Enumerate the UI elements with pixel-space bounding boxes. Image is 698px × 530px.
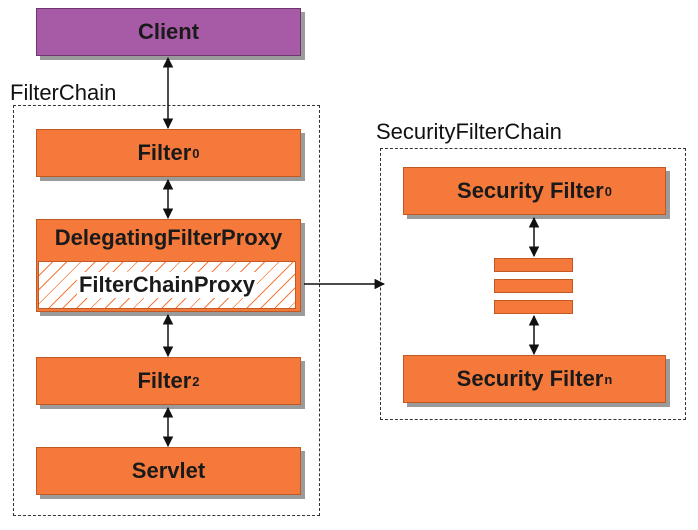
securityfilterchain-title: SecurityFilterChain: [376, 119, 562, 144]
filter2-label: Filter: [137, 368, 192, 393]
filter0-subscript: 0: [192, 145, 200, 161]
filter-chain-proxy-label: FilterChainProxy: [76, 272, 258, 298]
servlet-box: Servlet: [36, 447, 301, 495]
security-filter0-subscript: 0: [604, 183, 612, 199]
servlet-label: Servlet: [131, 458, 206, 483]
security-filter0-label: Security Filter: [457, 178, 604, 203]
filter0-label: Filter: [137, 140, 192, 165]
filter-chain-proxy-box: FilterChainProxy: [38, 261, 296, 309]
delegating-filter-proxy-label: DelegatingFilterProxy: [54, 225, 283, 250]
filterchain-title: FilterChain: [10, 80, 117, 105]
filter-stack-bar-3: [494, 300, 573, 314]
filter-stack-bar-2: [494, 279, 573, 293]
security-filtern-subscript: n: [604, 371, 613, 387]
filter-stack-bar-1: [494, 258, 573, 272]
client-label: Client: [137, 19, 200, 44]
client-box: Client: [36, 8, 301, 56]
filter2-subscript: 2: [192, 373, 200, 389]
security-filtern-label: Security Filter: [456, 366, 604, 391]
